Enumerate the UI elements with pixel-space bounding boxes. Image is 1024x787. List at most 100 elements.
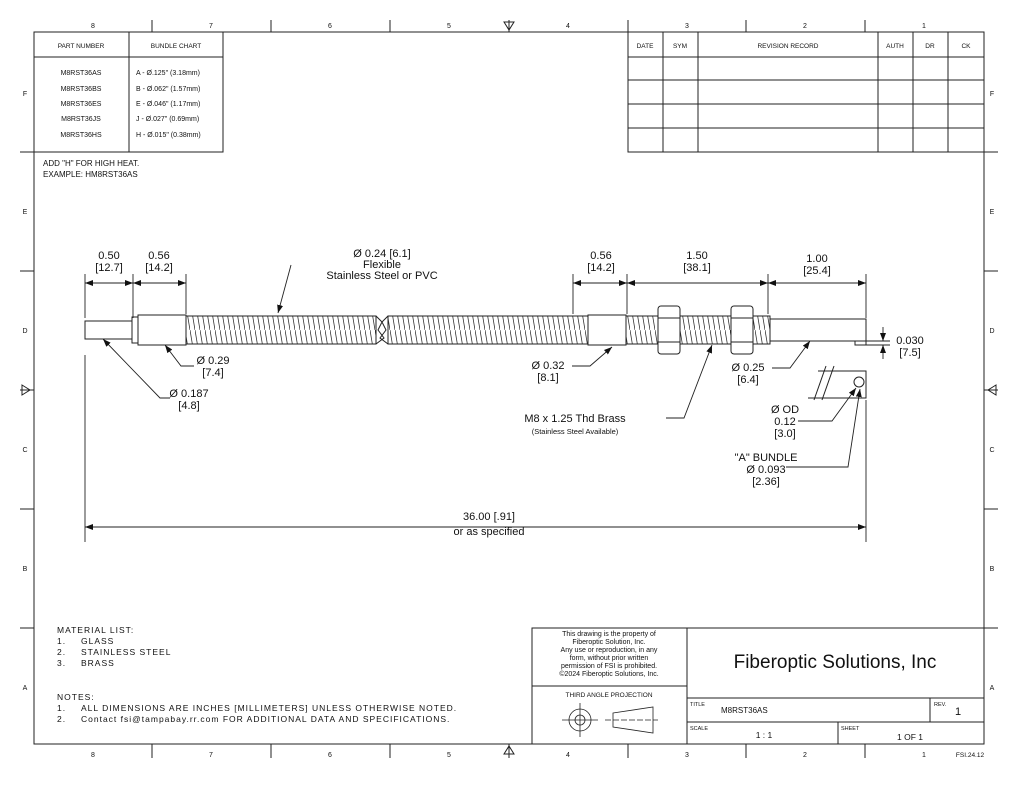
property-notice-line: This drawing is the property of xyxy=(562,631,656,638)
zone-col-top-1: 1 xyxy=(922,23,926,30)
zone-col-bottom-1: 1 xyxy=(922,752,926,759)
dim-0187-in: Ø 0.187 xyxy=(169,388,208,400)
property-notice-line: form, without prior written xyxy=(570,655,649,662)
zone-col-top-4: 4 xyxy=(566,23,570,30)
rev-header-sym: SYM xyxy=(673,43,687,50)
bundle-chart-header: BUNDLE CHART xyxy=(151,43,201,50)
part-number-cell: M8RST36AS xyxy=(61,70,102,77)
zone-row-left-b: B xyxy=(23,566,28,573)
projection-label: THIRD ANGLE PROJECTION xyxy=(565,692,652,699)
zone-col-bottom-3: 3 xyxy=(685,752,689,759)
dimension-labels: 0.50 [12.7] 0.56 [14.2] Ø 0.24 [6.1] Fle… xyxy=(95,248,924,538)
center-mark-bottom xyxy=(503,744,515,758)
dim-030-in: 0.030 xyxy=(896,335,924,347)
notes-heading: NOTES: xyxy=(57,692,95,702)
sheet-value: 1 OF 1 xyxy=(897,732,923,742)
zone-row-right-c: C xyxy=(989,447,994,454)
dim-025-mm: [6.4] xyxy=(737,374,758,386)
hex-nut xyxy=(730,305,754,355)
dim-056b-in: 0.56 xyxy=(590,250,611,262)
dim-056b-mm: [14.2] xyxy=(587,262,615,274)
rear-ferrule xyxy=(587,314,627,346)
material-item-name: BRASS xyxy=(81,658,115,668)
hex-nut xyxy=(657,305,681,355)
scale-label: SCALE xyxy=(690,726,708,732)
zone-row-right-f: F xyxy=(990,91,994,98)
end-tip xyxy=(854,340,867,346)
zone-labels: 8 7 6 5 4 3 2 1 8 7 6 5 4 3 2 1 F E D C … xyxy=(22,23,994,759)
flex-conduit-left xyxy=(185,315,377,345)
note-number: 1. xyxy=(57,703,66,713)
center-mark-right xyxy=(984,384,998,396)
zone-col-bottom-5: 5 xyxy=(447,752,451,759)
dim-056-mm: [14.2] xyxy=(145,262,173,274)
bundle-label: "A" BUNDLE xyxy=(735,452,798,464)
dim-flex-diameter: Ø 0.24 [6.1] xyxy=(353,248,410,260)
property-notice-line: Any use or reproduction, in any xyxy=(561,647,658,654)
title-value: M8RST36AS xyxy=(721,706,768,715)
dim-050-in: 0.50 xyxy=(98,250,119,262)
dim-150-in: 1.50 xyxy=(686,250,707,262)
part-number-cell: M8RST36ES xyxy=(61,101,102,108)
end-tube xyxy=(769,318,867,342)
material-list: MATERIAL LIST: 1. GLASS 2. STAINLESS STE… xyxy=(57,625,171,668)
note-text: Contact fsi@tampabay.rr.com FOR ADDITION… xyxy=(81,714,450,724)
rev-header-date: DATE xyxy=(637,43,655,50)
title-block: This drawing is the property of Fiberopt… xyxy=(531,627,985,745)
bundle-chart-cell: A - Ø.125" (3.18mm) xyxy=(136,70,200,77)
dim-032-mm: [8.1] xyxy=(537,372,558,384)
zone-col-top-3: 3 xyxy=(685,23,689,30)
overall-length: 36.00 [.91] xyxy=(463,511,515,523)
rev-value: 1 xyxy=(955,706,961,718)
zone-col-bottom-7: 7 xyxy=(209,752,213,759)
zone-col-bottom-4: 4 xyxy=(566,752,570,759)
dim-025-in: Ø 0.25 xyxy=(731,362,764,374)
od-value-mm: [3.0] xyxy=(774,428,795,440)
zone-row-right-b: B xyxy=(990,566,995,573)
zone-col-top-7: 7 xyxy=(209,23,213,30)
dim-032-in: Ø 0.32 xyxy=(531,360,564,372)
od-label: Ø OD xyxy=(771,404,799,416)
dim-100-mm: [25.4] xyxy=(803,265,831,277)
od-value-in: 0.12 xyxy=(774,416,795,428)
bundle-chart-cell: H - Ø.015" (0.38mm) xyxy=(136,132,201,139)
zone-row-right-e: E xyxy=(990,209,995,216)
notes: NOTES: 1. ALL DIMENSIONS ARE INCHES [MIL… xyxy=(57,692,457,724)
high-heat-note: ADD "H" FOR HIGH HEAT. xyxy=(43,159,139,168)
zone-row-left-c: C xyxy=(22,447,27,454)
dim-029-mm: [7.4] xyxy=(202,367,223,379)
bundle-diameter-mm: [2.36] xyxy=(752,476,780,488)
material-item-number: 2. xyxy=(57,647,66,657)
rev-header-record: REVISION RECORD xyxy=(757,43,818,50)
rev-header-dr: DR xyxy=(925,43,935,50)
title-label: TITLE xyxy=(690,702,705,708)
part-number-table: PART NUMBER BUNDLE CHART M8RST36AS A - Ø… xyxy=(33,31,224,153)
scale-value: 1 : 1 xyxy=(756,730,773,740)
company-name: Fiberoptic Solutions, Inc xyxy=(734,652,937,673)
overall-length-note: or as specified xyxy=(454,526,525,538)
bundle-chart-cell: B - Ø.062" (1.57mm) xyxy=(136,86,200,93)
note-text: ALL DIMENSIONS ARE INCHES [MILLIMETERS] … xyxy=(81,703,457,713)
dimension-lines xyxy=(84,264,890,542)
probe-ferrule xyxy=(137,314,187,346)
part-number-cell: M8RST36BS xyxy=(61,86,102,93)
material-item-name: GLASS xyxy=(81,636,114,646)
thread-note: (Stainless Steel Available) xyxy=(532,427,619,436)
rev-label: REV. xyxy=(934,702,947,708)
bundle-chart-cell: E - Ø.046" (1.17mm) xyxy=(136,101,200,108)
third-angle-projection-symbol xyxy=(562,703,658,737)
dim-150-mm: [38.1] xyxy=(683,262,711,274)
zone-col-top-2: 2 xyxy=(803,23,807,30)
bundle-chart-cell: J - Ø.027" (0.69mm) xyxy=(136,116,199,123)
probe-tip xyxy=(84,320,134,340)
zone-col-top-6: 6 xyxy=(328,23,332,30)
material-item-name: STAINLESS STEEL xyxy=(81,647,171,657)
zone-col-bottom-2: 2 xyxy=(803,752,807,759)
border-frame xyxy=(20,20,998,758)
dim-flex-material: Stainless Steel or PVC xyxy=(326,270,437,282)
material-list-heading: MATERIAL LIST: xyxy=(57,625,134,635)
bundle-diameter-in: Ø 0.093 xyxy=(746,464,785,476)
dim-030-mm: [7.5] xyxy=(899,347,920,359)
revision-table: DATE SYM REVISION RECORD AUTH DR CK xyxy=(627,31,985,153)
